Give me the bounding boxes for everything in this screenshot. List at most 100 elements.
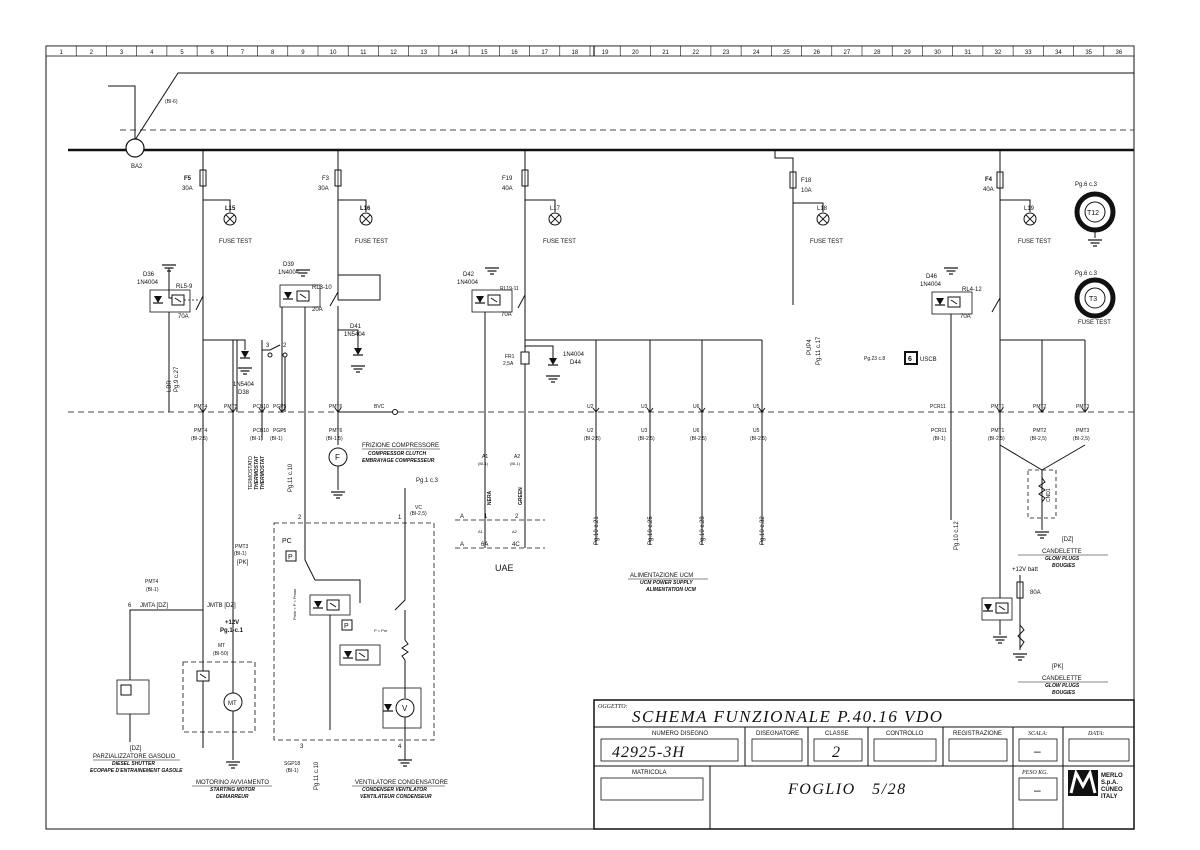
frizione-en: COMPRESSOR CLUTCH bbox=[368, 451, 426, 457]
fuse-f18 bbox=[789, 171, 797, 189]
wire bbox=[129, 600, 204, 680]
wire-id: PMT4 bbox=[194, 428, 208, 434]
bvc-label: BVC bbox=[374, 404, 385, 410]
motorino-en: STARTING MOTOR bbox=[210, 787, 255, 793]
vc-label: VC bbox=[415, 505, 422, 511]
fuse-f3-name: F3 bbox=[322, 176, 330, 182]
parz-fr: ECOPAPE D'ENTRAINEMENT GASOLE bbox=[90, 768, 183, 774]
ruler-label: 3 bbox=[120, 50, 124, 56]
pcr11-top: PCR11 bbox=[930, 404, 946, 410]
wire-gauge: (BI-2,5) bbox=[638, 436, 655, 442]
ruler-label: 15 bbox=[481, 50, 488, 56]
wire bbox=[262, 344, 281, 351]
wire-id-top: U5 bbox=[753, 404, 760, 410]
pg10c12: Pg.10 c.12 bbox=[954, 521, 960, 550]
pcr11-mid: PCR11 bbox=[931, 428, 947, 434]
ruler-label: 17 bbox=[541, 50, 548, 56]
diode-d36-name: D36 bbox=[143, 272, 155, 278]
wire-id-top: PCB10 bbox=[253, 404, 269, 410]
ruler-label: 23 bbox=[723, 50, 730, 56]
p-letter-2: P bbox=[344, 623, 349, 630]
relay-rl5-9-frame bbox=[149, 289, 191, 313]
uae-pin-2: 2 bbox=[515, 514, 519, 520]
uscb-label: USCB bbox=[920, 357, 937, 363]
pressure-switch-icon bbox=[341, 619, 353, 631]
fuse-f19 bbox=[521, 169, 529, 187]
t3-center bbox=[1084, 287, 1106, 309]
bi6-wire bbox=[134, 72, 1134, 141]
termostato-label: TERMOSTATO bbox=[248, 456, 254, 490]
wire-id: U5 bbox=[753, 428, 760, 434]
lamp-l16-name: L16 bbox=[360, 206, 371, 212]
ground-icon bbox=[330, 491, 346, 499]
numero-label: NUMERO DISEGNO bbox=[652, 731, 708, 737]
uscb-num: 6 bbox=[908, 356, 912, 363]
diode-d44-icon bbox=[547, 357, 559, 366]
ruler-label: 7 bbox=[241, 50, 245, 56]
pg1c1: Pg.1-c.1 bbox=[220, 628, 244, 634]
wire-id-top: PMT3 bbox=[1076, 404, 1090, 410]
diode-d42-name: D42 bbox=[463, 272, 475, 278]
diode-d38-name: D38 bbox=[238, 390, 250, 396]
pup4-label: PUP4 bbox=[807, 339, 813, 355]
fuse-f5-rating: 30A bbox=[182, 186, 193, 192]
sgp18-label: SGP18 bbox=[284, 761, 300, 767]
wire bbox=[338, 199, 367, 212]
page-ref: Pg.10 c.28 bbox=[700, 516, 706, 545]
parz-label: PARZIALIZZATORE GASOLIO bbox=[93, 754, 176, 760]
candelette2-label: CANDELETTE bbox=[1042, 676, 1082, 682]
page-ref: Pg.10 c.25 bbox=[648, 516, 654, 545]
glow-plug-coil-icon bbox=[1017, 624, 1025, 649]
wire-id-top: PMT6 bbox=[329, 404, 343, 410]
lamp-l17-label: FUSE TEST bbox=[543, 239, 576, 245]
ba2-battery-terminal bbox=[125, 138, 145, 158]
ruler-label: 19 bbox=[602, 50, 609, 56]
pg11c10-a: Pg.11 c.10 bbox=[288, 463, 294, 492]
pg1c3-label: Pg.1 c.3 bbox=[416, 478, 439, 484]
ruler-label: 36 bbox=[1116, 50, 1123, 56]
merlo-logo bbox=[1068, 768, 1098, 796]
wire-id-top: U2 bbox=[587, 404, 594, 410]
ground-icon bbox=[1034, 531, 1050, 539]
relay-rl3-10-frame bbox=[279, 284, 321, 308]
diesel-shutter-icon bbox=[120, 684, 132, 696]
ruler-label: 24 bbox=[753, 50, 760, 56]
candelette2-pk: [PK] bbox=[1052, 664, 1064, 670]
wire-id: PMT3 bbox=[1076, 428, 1090, 434]
relay-coil-icon bbox=[355, 649, 369, 661]
node-1: 1 bbox=[398, 515, 402, 521]
wire-gauge: (BI-2,5) bbox=[191, 436, 208, 442]
wire-id: PMT1 bbox=[991, 428, 1005, 434]
wire-id-top: PMT4 bbox=[194, 404, 208, 410]
foglio-label: FOGLIO 5/28 bbox=[787, 781, 907, 798]
thermostat-term-2: 2 bbox=[283, 343, 287, 349]
wire bbox=[168, 268, 178, 299]
lamp-l15-label: FUSE TEST bbox=[219, 239, 252, 245]
wire-gauge: (BI-2,5) bbox=[988, 436, 1005, 442]
uae-bi-a: A1 bbox=[478, 529, 484, 534]
cnd1-label: CND1 bbox=[1046, 488, 1052, 502]
diode-d46-name: D46 bbox=[926, 274, 938, 280]
wire-id: U2 bbox=[587, 428, 594, 434]
node-4: 4 bbox=[398, 744, 402, 750]
pg11c10-b: Pg.11 c.10 bbox=[314, 761, 320, 790]
relay-contact bbox=[195, 295, 204, 311]
ground-icon bbox=[943, 267, 959, 275]
relay-coil-icon bbox=[947, 296, 961, 308]
plus12v-batt: +12V batt bbox=[1012, 567, 1038, 573]
fuse-f18-name: F18 bbox=[801, 178, 812, 184]
alim-fr: ALIMENTATION UCM bbox=[645, 587, 697, 593]
lamp-l19-name: L19 bbox=[1024, 206, 1035, 212]
diode-d38-icon bbox=[239, 350, 251, 359]
wire bbox=[999, 444, 1043, 520]
ground-icon bbox=[237, 367, 253, 375]
glow-plug-coil-icon bbox=[1038, 477, 1046, 503]
green-label: GREEN bbox=[518, 487, 524, 505]
connector-arrow-icon bbox=[646, 406, 654, 413]
uae-a1-pin: A1 bbox=[482, 454, 488, 460]
wire-gauge: (BI-1) bbox=[250, 436, 263, 442]
fuse-f4 bbox=[996, 171, 1004, 189]
wire bbox=[394, 520, 406, 611]
wire bbox=[1000, 199, 1031, 212]
